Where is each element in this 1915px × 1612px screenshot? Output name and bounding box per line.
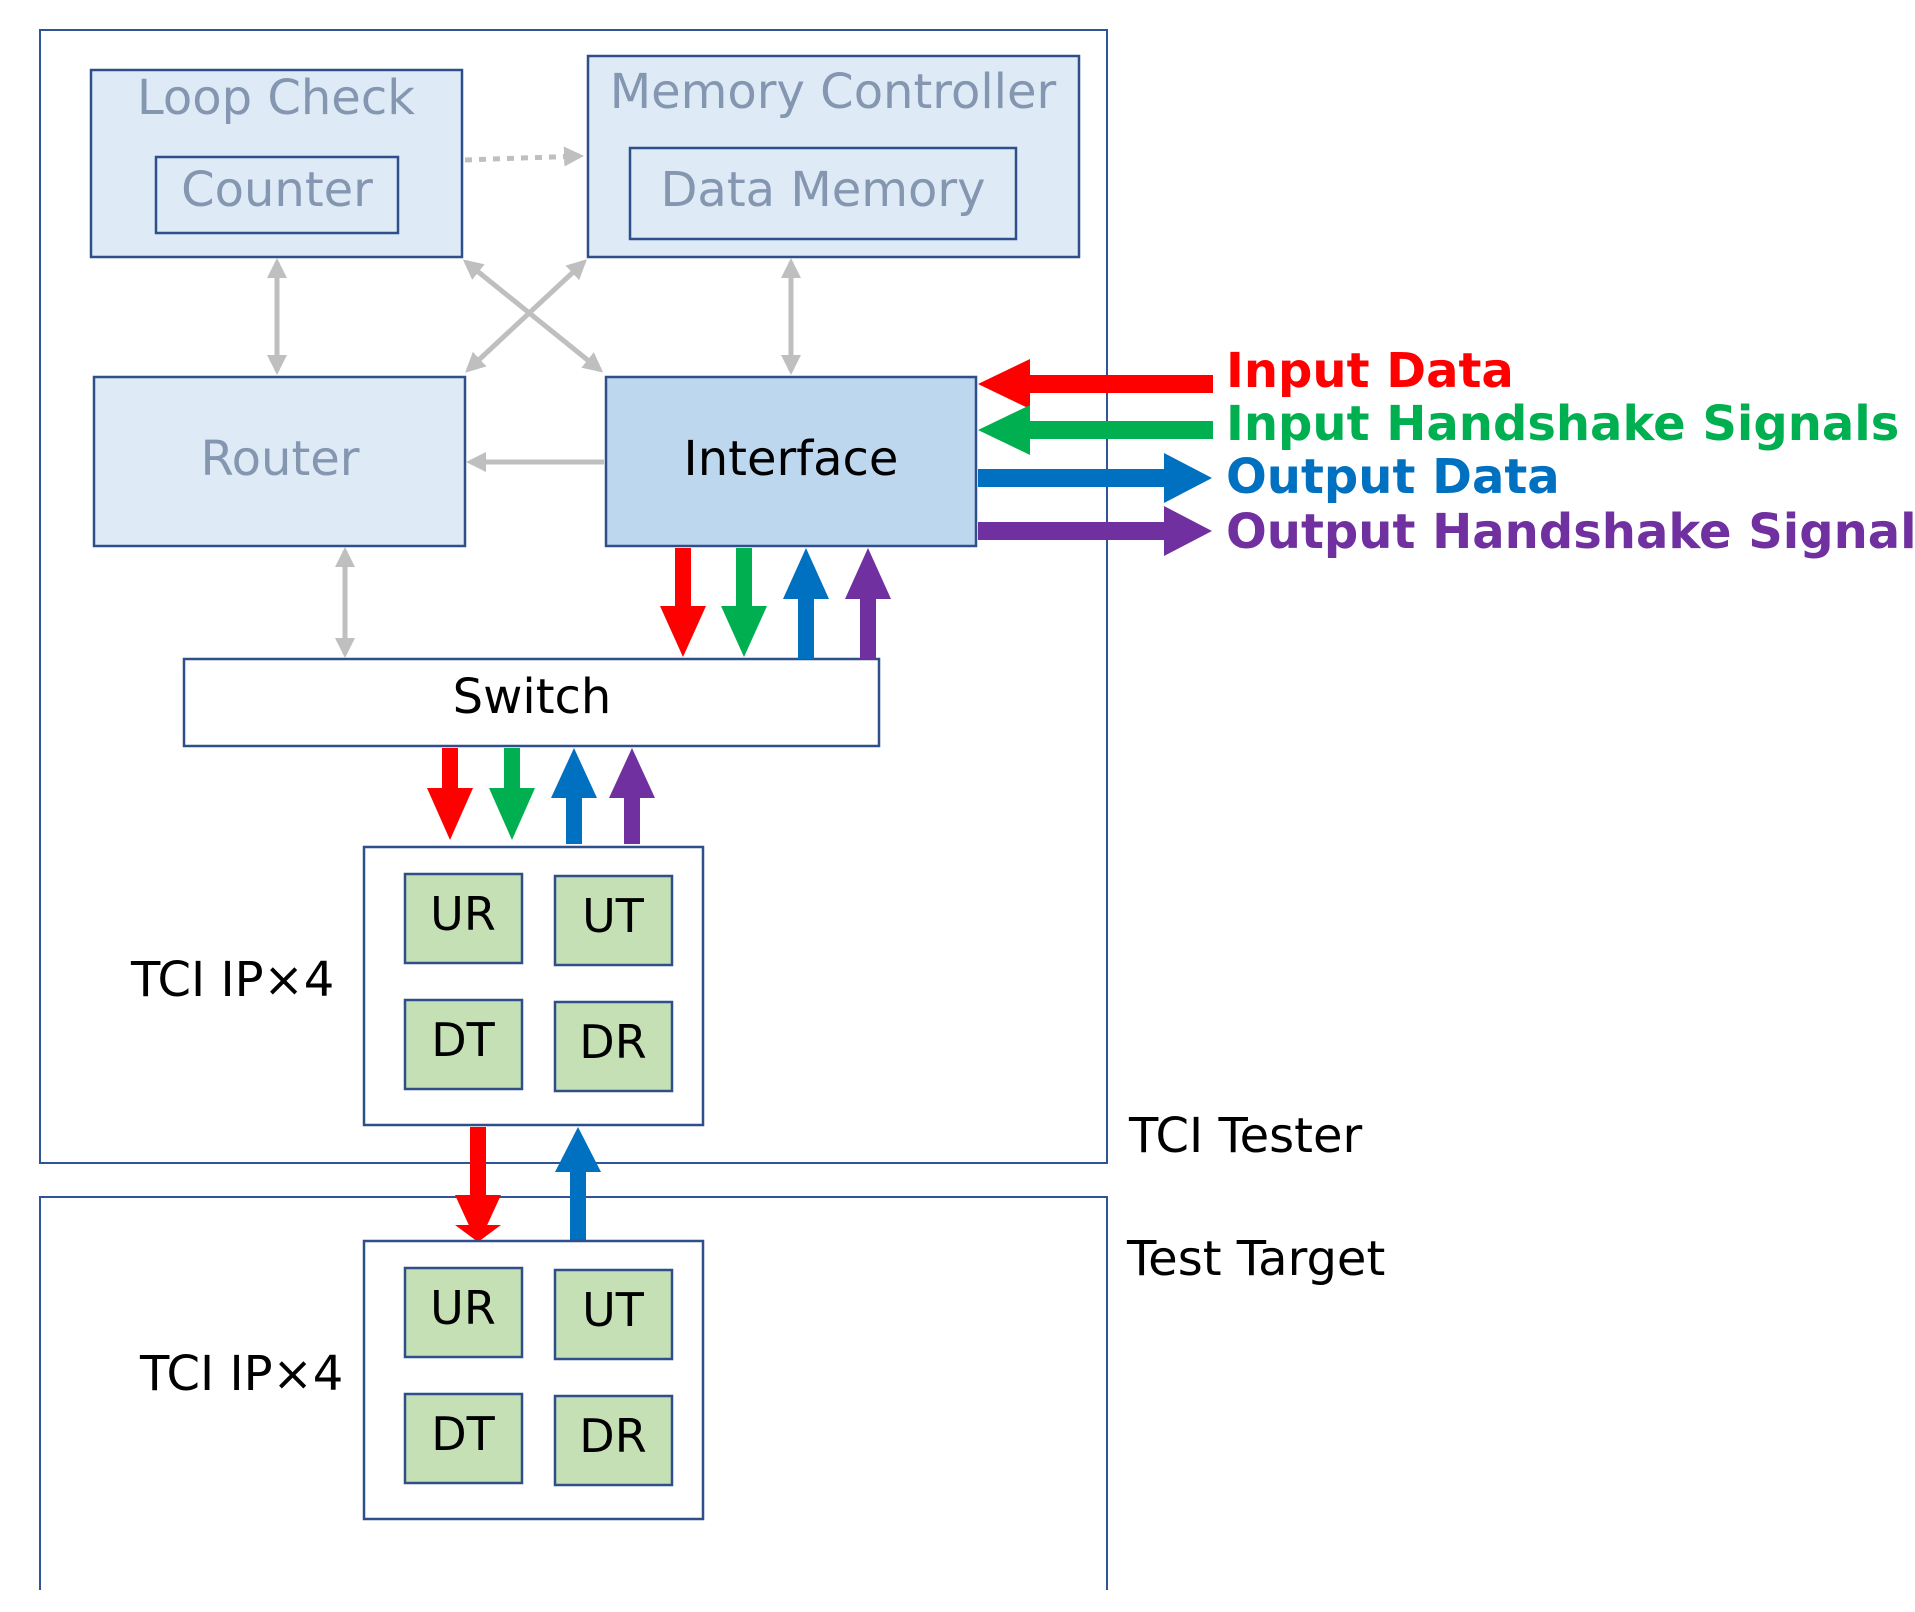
input-handshake-arrow [978,405,1213,455]
router-block [92,375,467,548]
target-tci-ip-label: TCI IP×4 [139,1346,343,1402]
memory-controller-label: Memory Controller [610,64,1057,120]
svg-text:DT: DT [431,1407,495,1461]
svg-text:UR: UR [430,1281,496,1335]
switch-ip-output-data-arrow [551,748,597,844]
svg-text:DR: DR [579,1015,646,1069]
interface-block [604,375,978,548]
switch-ip-input-handshake-arrow [489,748,535,840]
output-data-arrow [978,453,1212,503]
svg-text:UT: UT [582,1283,645,1337]
legend-input-handshake: Input Handshake Signals [1226,396,1899,452]
if-switch-output-data-arrow [783,548,829,659]
svg-text:DT: DT [431,1013,495,1067]
svg-text:UT: UT [582,889,645,943]
switch-ip-input-data-arrow [427,748,473,840]
legend-input-data: Input Data [1226,343,1514,399]
arrow-memctrl-router [465,259,587,373]
legend-output-data: Output Data [1226,449,1560,505]
interface-label: Interface [684,431,899,487]
legend-output-handshake: Output Handshake Signals [1226,504,1915,560]
switch-ip-output-handshake-arrow [609,748,655,844]
data-memory-label: Data Memory [660,162,985,218]
switch-label: Switch [453,669,612,725]
output-handshake-arrow [978,506,1212,556]
if-switch-input-handshake-arrow [721,548,767,657]
target-cell-dt: DT [403,1392,524,1485]
tester-cell-dr: DR [553,1000,674,1093]
counter-label: Counter [181,162,373,218]
tester-cell-dt: DT [403,998,524,1091]
switch-block [182,657,881,748]
if-switch-input-data-arrow [660,548,706,657]
tester-target-down-arrow [455,1127,501,1245]
counter-block [154,155,400,235]
test-target-label: Test Target [1126,1231,1385,1287]
arrow-loopcheck-memctrl [464,146,584,167]
data-memory-block [628,146,1018,241]
tester-cell-ur: UR [403,872,524,965]
tci-tester-label: TCI Tester [1128,1108,1362,1164]
svg-text:DR: DR [579,1409,646,1463]
target-cell-ut: UT [553,1268,674,1361]
tester-tci-ip-label: TCI IP×4 [130,952,334,1008]
tester-cell-ut: UT [553,874,674,967]
if-switch-output-handshake-arrow [845,548,891,659]
tester-target-up-arrow [555,1127,601,1244]
target-cell-dr: DR [553,1394,674,1487]
loop-check-label: Loop Check [137,70,415,126]
target-cell-ur: UR [403,1266,524,1359]
input-data-arrow [978,359,1213,409]
router-label: Router [200,431,359,487]
svg-text:UR: UR [430,887,496,941]
